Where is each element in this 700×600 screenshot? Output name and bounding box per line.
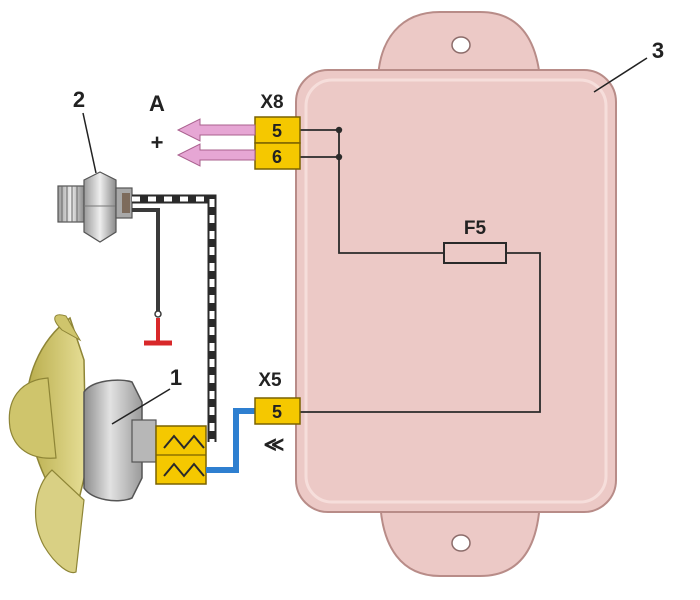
arrow-to-plus <box>176 143 256 167</box>
striped-wire <box>132 194 217 442</box>
relay-housing <box>295 69 617 513</box>
relay-unit: F5 <box>295 11 617 577</box>
leader-line-1 <box>111 388 171 425</box>
motor-end-cap <box>131 419 157 463</box>
junction-dot <box>335 153 343 161</box>
sensor-ground-wire <box>132 208 160 312</box>
fan-blade <box>34 469 85 574</box>
arrow-to-a <box>176 118 256 142</box>
x8-pin-6-label: 6 <box>272 147 282 167</box>
top-mounting-hole <box>451 36 471 54</box>
motor-connector <box>155 425 207 485</box>
junction-dot <box>335 126 343 134</box>
bottom-mounting-hole <box>451 534 471 552</box>
fan-blade <box>8 377 57 459</box>
internal-circuit <box>300 129 541 413</box>
x8-pin-6-block <box>254 142 301 170</box>
part-label-3: 3 <box>652 38 664 63</box>
connector-x8: 5 6 <box>254 116 301 170</box>
ground-symbol <box>144 318 172 346</box>
connector-x5-label: X5 <box>258 370 282 391</box>
blue-wire <box>206 408 255 473</box>
sensor-hex-nut <box>83 171 117 243</box>
fan-blade <box>54 314 82 342</box>
fuse-f5 <box>443 242 507 264</box>
ground-arrow-symbol: ≪ <box>264 434 285 456</box>
leader-line-2 <box>82 112 97 174</box>
signal-a-label: A <box>149 91 165 116</box>
x5-pin-5-block <box>254 397 301 425</box>
x5-pin-5-label: 5 <box>272 402 282 422</box>
motor-body <box>83 379 143 502</box>
plus-sign: + <box>151 130 164 155</box>
x8-pin-5-label: 5 <box>272 121 282 141</box>
connector-x8-label: X8 <box>260 92 283 113</box>
leader-line-3 <box>593 57 648 93</box>
part-label-2: 2 <box>73 87 85 112</box>
fan-assembly <box>8 314 157 574</box>
temperature-sensor <box>57 171 133 243</box>
fuse-label: F5 <box>464 218 487 239</box>
part-label-1: 1 <box>170 365 182 390</box>
signal-arrows <box>176 118 256 167</box>
